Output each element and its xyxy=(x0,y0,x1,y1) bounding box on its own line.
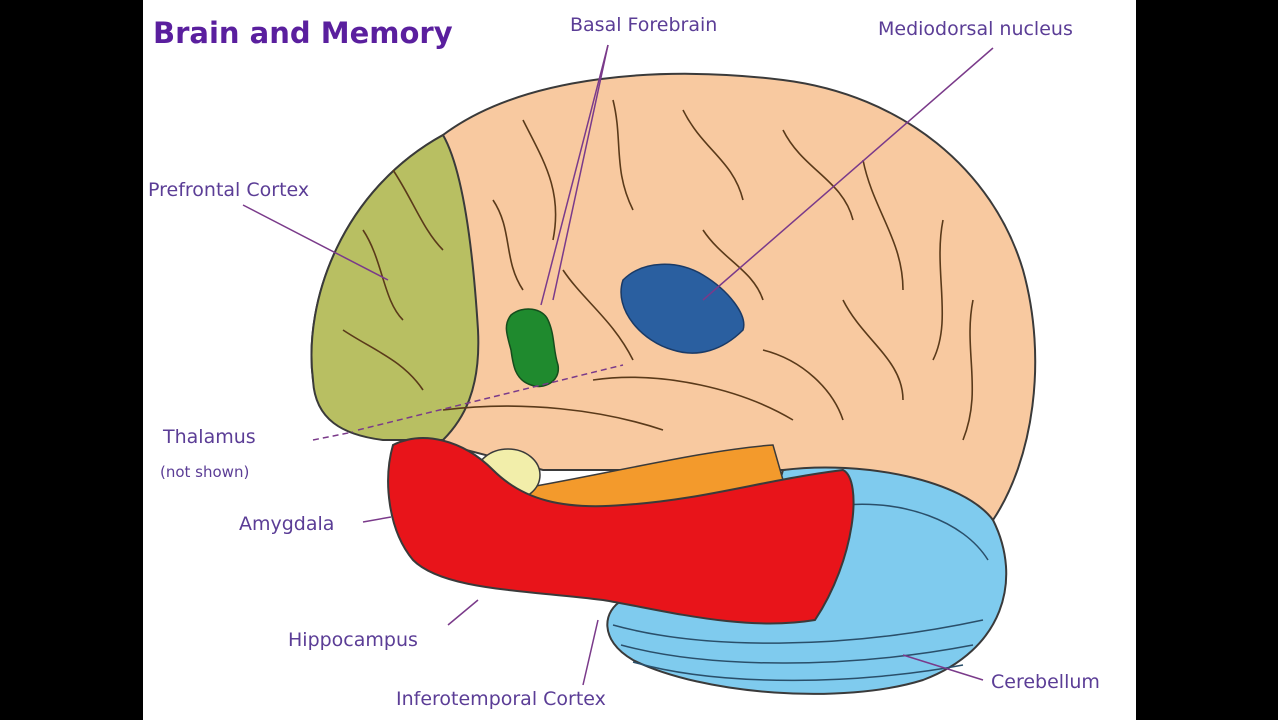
mediodorsal-region xyxy=(620,263,745,354)
inferotemporal-region xyxy=(387,437,855,625)
thalamus-label: Thalamus xyxy=(163,426,256,448)
page-title: Brain and Memory xyxy=(153,16,453,50)
cerebellum-label: Cerebellum xyxy=(991,671,1100,693)
inferotemporal-cortex-label: Inferotemporal Cortex xyxy=(396,688,606,710)
mediodorsal-nucleus-label: Mediodorsal nucleus xyxy=(878,18,1073,40)
diagram-frame: Brain and Memory xyxy=(143,0,1136,720)
amygdala-label: Amygdala xyxy=(239,513,335,535)
basal-forebrain-region xyxy=(505,308,559,388)
thalamus-note-label: (not shown) xyxy=(160,463,250,481)
hippocampus-label: Hippocampus xyxy=(288,629,418,651)
prefrontal-region xyxy=(310,133,480,441)
prefrontal-cortex-label: Prefrontal Cortex xyxy=(148,179,310,201)
brain-diagram xyxy=(242,44,1037,695)
basal-forebrain-label: Basal Forebrain xyxy=(570,14,718,36)
